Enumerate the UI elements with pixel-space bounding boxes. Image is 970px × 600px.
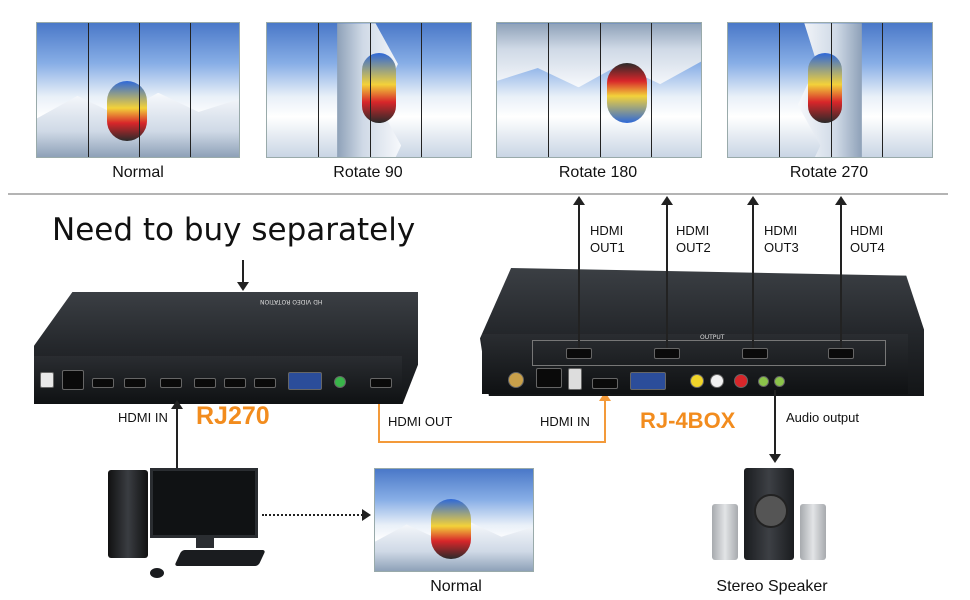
preview-normal (36, 22, 240, 158)
out1-label-line1: HDMI (590, 223, 623, 238)
out3-line (752, 200, 754, 348)
section-divider (8, 193, 948, 195)
hdmi-out-cable-vert-right (604, 396, 606, 442)
out2-label-line1: HDMI (676, 223, 709, 238)
label-hdmi-in-left: HDMI IN (118, 410, 168, 425)
rj4box-audio-out[interactable] (774, 376, 785, 387)
preview-rotate-270 (727, 22, 933, 158)
pc-monitor-stand (196, 538, 214, 548)
rj4box-audio-in[interactable] (758, 376, 769, 387)
rj4box-hdmi-out-4[interactable] (828, 348, 854, 359)
rj270-hdmi-port-3[interactable] (160, 378, 182, 388)
speaker-sub-woofer (754, 494, 788, 528)
rj4box-rca-red[interactable] (734, 374, 748, 388)
preview-normal-bottom (374, 468, 534, 572)
note-arrow-head (237, 282, 249, 292)
label-hdmi-in-right: HDMI IN (540, 414, 590, 429)
caption-rotate-270: Rotate 270 (729, 164, 929, 182)
rj270-hdmi-out-port[interactable] (370, 378, 392, 388)
rj4box-rca-white[interactable] (710, 374, 724, 388)
out2-label-line2: OUT2 (676, 240, 711, 255)
rj270-name: RJ270 (196, 402, 270, 431)
out3-label-line2: OUT3 (764, 240, 799, 255)
rj4box-hdmi-out-1[interactable] (566, 348, 592, 359)
note-text: Need to buy separately (52, 212, 415, 248)
out3-arrow (747, 196, 759, 206)
label-hdmi-out: HDMI OUT (388, 414, 452, 429)
out1-line (578, 200, 580, 348)
rj4box-hdmi-in-port[interactable] (592, 378, 618, 389)
pc-tower (108, 470, 148, 558)
rj270-vga-port[interactable] (288, 372, 322, 390)
speaker-right (800, 504, 826, 560)
dotted-arrow (262, 514, 366, 516)
out4-line (840, 200, 842, 348)
audio-output-arrow (769, 454, 781, 464)
rj270-audio-port[interactable] (334, 376, 346, 388)
caption-stereo: Stereo Speaker (672, 578, 872, 596)
rj4box-hdmi-out-3[interactable] (742, 348, 768, 359)
rj270-dc-port[interactable] (40, 372, 54, 388)
rj4box-hdmi-out-2[interactable] (654, 348, 680, 359)
dotted-arrow-head (362, 509, 372, 521)
rj270-rj45-port[interactable] (62, 370, 84, 390)
rj270-hdmi-port-2[interactable] (124, 378, 146, 388)
rj270-hdmi-port-4[interactable] (194, 378, 216, 388)
out1-arrow (573, 196, 585, 206)
out4-arrow (835, 196, 847, 206)
out3-label-line1: HDMI (764, 223, 797, 238)
rj4box-rca-yellow[interactable] (690, 374, 704, 388)
pc-monitor (150, 468, 258, 538)
rj4box-vga-port[interactable] (630, 372, 666, 390)
speaker-left (712, 504, 738, 560)
hdmi-in-left-arrow (171, 400, 183, 410)
pc-keyboard (174, 550, 265, 566)
caption-normal-bottom: Normal (356, 578, 556, 596)
caption-rotate-180: Rotate 180 (498, 164, 698, 182)
audio-output-line (774, 390, 776, 456)
rj4box-output-label: OUTPUT (700, 334, 724, 341)
pc-mouse (150, 568, 164, 578)
label-audio-output: Audio output (786, 410, 859, 425)
out1-label-line2: OUT1 (590, 240, 625, 255)
note-arrow-line (242, 260, 244, 284)
rj270-top-label: HD VIDEO ROTATION (260, 298, 322, 305)
rj270-hdmi-port-6[interactable] (254, 378, 276, 388)
out2-line (666, 200, 668, 348)
rj4box-usb-port[interactable] (568, 368, 582, 390)
preview-rotate-90 (266, 22, 472, 158)
rj4box-name: RJ-4BOX (640, 408, 735, 434)
preview-rotate-180 (496, 22, 702, 158)
caption-rotate-90: Rotate 90 (268, 164, 468, 182)
out4-label-line1: HDMI (850, 223, 883, 238)
rj4box-rj45-port[interactable] (536, 368, 562, 388)
out2-arrow (661, 196, 673, 206)
hdmi-out-cable-horiz (378, 441, 606, 443)
hdmi-out-cable-vert-left (378, 404, 380, 442)
rj270-hdmi-port-1[interactable] (92, 378, 114, 388)
out4-label-line2: OUT4 (850, 240, 885, 255)
rj270-hdmi-port-5[interactable] (224, 378, 246, 388)
rj270-front (34, 356, 402, 404)
hdmi-in-left-line (176, 404, 178, 474)
caption-normal: Normal (38, 164, 238, 182)
rj4box-dc-port[interactable] (508, 372, 524, 388)
